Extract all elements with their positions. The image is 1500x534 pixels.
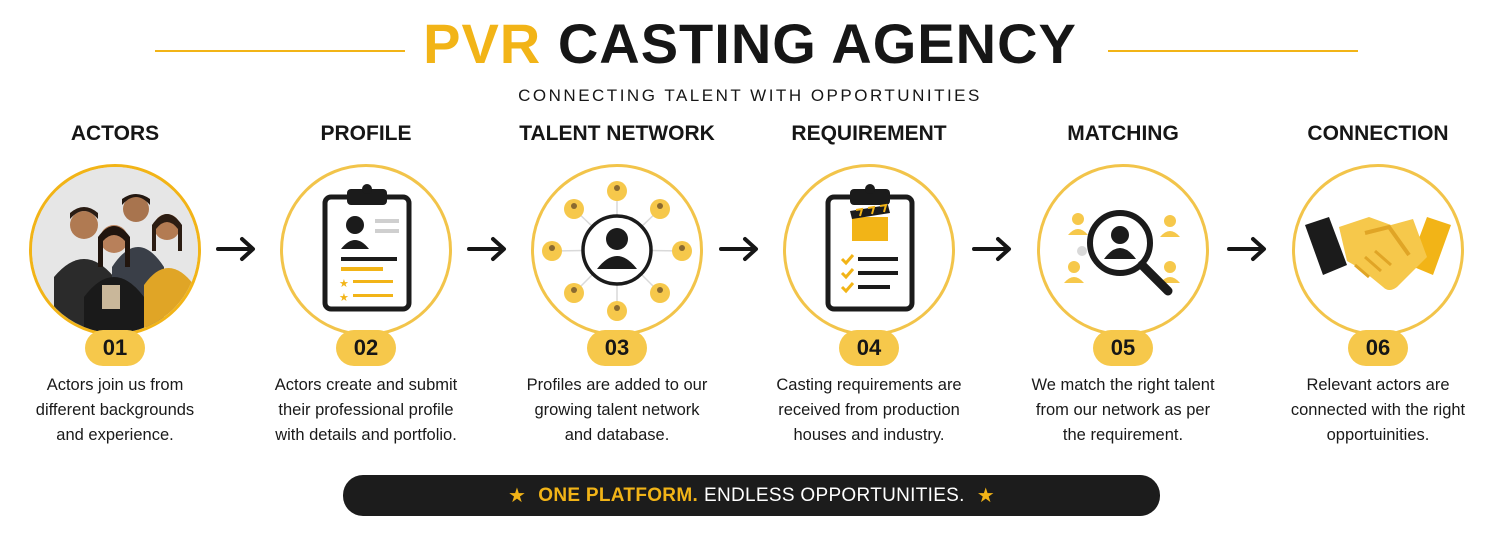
step-number-badge: 06 <box>1348 330 1408 366</box>
clipboard-profile-icon: ★ ★ <box>280 164 452 336</box>
desc-line: opportuinities. <box>1326 426 1430 444</box>
desc-line: Actors join us from <box>46 376 184 394</box>
page-subtitle: CONNECTING TALENT WITH OPPORTUNITIES <box>518 86 982 105</box>
arrow-right-icon <box>1225 234 1271 264</box>
banner-main-text: ENDLESS OPPORTUNITIES. <box>704 484 965 506</box>
handshake-icon <box>1292 164 1464 336</box>
arrow-right-icon <box>717 234 763 264</box>
arrow-right-icon <box>970 234 1016 264</box>
step-number-badge: 01 <box>85 330 145 366</box>
step-description: Actors join us from different background… <box>0 373 230 448</box>
step-description: Casting requirements are received from p… <box>754 373 984 448</box>
step-number-badge: 02 <box>336 330 396 366</box>
tagline-banner: ★ ONE PLATFORM. ENDLESS OPPORTUNITIES. ★ <box>343 475 1160 516</box>
desc-line: Actors create and submit <box>274 376 458 394</box>
desc-line: their professional profile <box>278 401 454 419</box>
talent-network-icon <box>531 164 703 336</box>
step-title: MATCHING <box>1067 122 1179 145</box>
page-title: PVR CASTING AGENCY <box>0 12 1500 76</box>
step-number-badge: 05 <box>1093 330 1153 366</box>
step-title: TALENT NETWORK <box>519 122 715 145</box>
step-description: We match the right talent from our netwo… <box>1008 373 1238 448</box>
step-title: CONNECTION <box>1307 122 1449 145</box>
banner-accent-text: ONE PLATFORM. <box>538 484 699 506</box>
step-description: Actors create and submit their professio… <box>251 373 481 448</box>
star-icon: ★ <box>976 485 995 507</box>
desc-line: connected with the right <box>1290 401 1466 419</box>
desc-line: Casting requirements are <box>776 376 962 394</box>
step-matching: MATCHING 05 We match the right talent fr… <box>1008 120 1238 450</box>
clipboard-requirement-icon <box>783 164 955 336</box>
step-profile: PROFILE ★ ★ 02 Actors create and submit … <box>251 120 481 450</box>
step-talent-network: TALENT NETWORK <box>502 120 732 450</box>
desc-line: and database. <box>564 426 670 444</box>
step-number-badge: 03 <box>587 330 647 366</box>
title-accent: PVR <box>423 12 542 75</box>
step-actors: ACTORS 01 Actors join us from different … <box>0 120 230 450</box>
desc-line: We match the right talent <box>1031 376 1215 394</box>
step-connection: CONNECTION 06 Relevant actors are connec… <box>1263 120 1493 450</box>
actors-group-photo <box>29 164 201 336</box>
desc-line: with details and portfolio. <box>275 426 457 444</box>
desc-line: from our network as per <box>1035 401 1211 419</box>
desc-line: houses and industry. <box>793 426 945 444</box>
header-divider-right <box>1108 50 1358 52</box>
star-icon: ★ <box>508 485 527 507</box>
step-title: ACTORS <box>70 122 160 145</box>
magnifier-match-icon <box>1037 164 1209 336</box>
step-description: Profiles are added to our growing talent… <box>502 373 732 448</box>
desc-line: different backgrounds <box>35 401 195 419</box>
step-description: Relevant actors are connected with the r… <box>1263 373 1493 448</box>
desc-line: Profiles are added to our <box>526 376 708 394</box>
step-number-badge: 04 <box>839 330 899 366</box>
desc-line: the requirement. <box>1062 426 1184 444</box>
step-title: PROFILE <box>320 122 412 145</box>
desc-line: Relevant actors are <box>1306 376 1450 394</box>
desc-line: and experience. <box>56 426 174 444</box>
header-divider-left <box>155 50 405 52</box>
desc-line: received from production <box>778 401 960 419</box>
arrow-right-icon <box>465 234 511 264</box>
step-requirement: REQUIREMENT 04 Casting requirements are … <box>754 120 984 450</box>
arrow-right-icon <box>214 234 260 264</box>
step-title: REQUIREMENT <box>791 122 947 145</box>
svg-text:★: ★ <box>339 277 349 290</box>
header: PVR CASTING AGENCY CONNECTING TALENT WIT… <box>0 12 1500 105</box>
svg-text:★: ★ <box>339 291 349 304</box>
desc-line: growing talent network <box>534 401 700 419</box>
title-main: CASTING AGENCY <box>557 12 1077 75</box>
